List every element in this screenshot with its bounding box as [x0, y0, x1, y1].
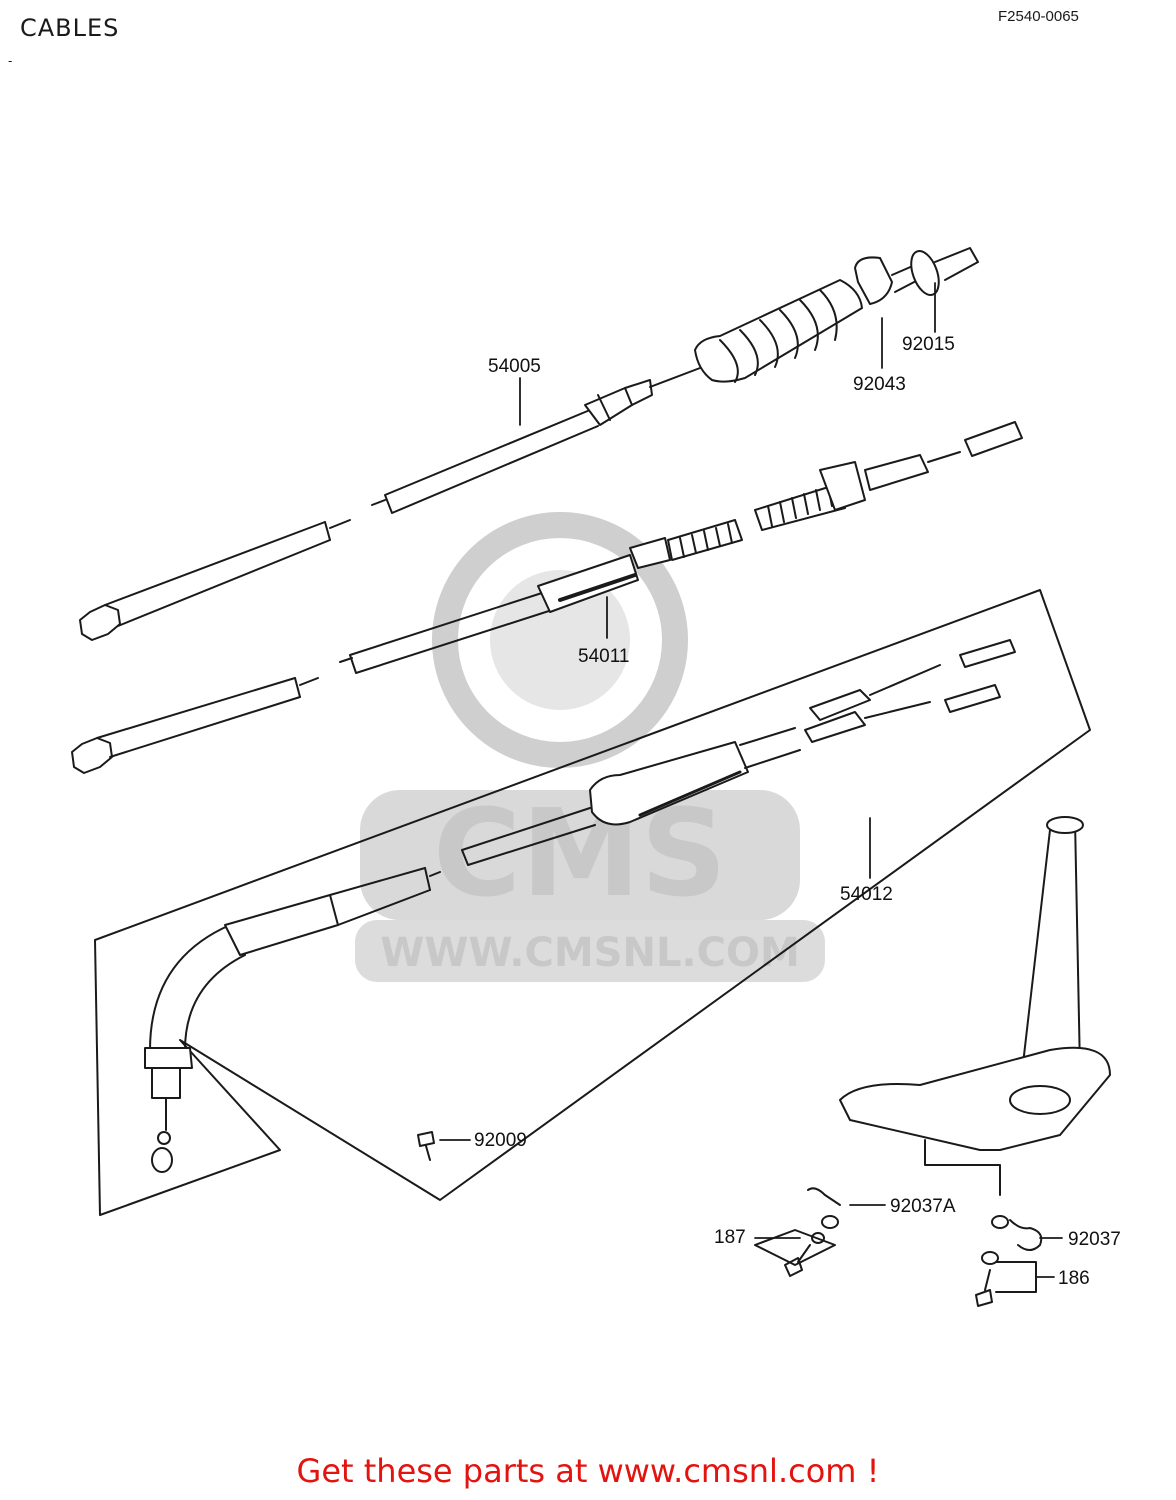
cable-nipple [964, 421, 1023, 457]
cable-lever-end [854, 256, 893, 305]
cable-elbow-end [151, 1067, 181, 1099]
watermark-mascot-face [490, 570, 630, 710]
cable-barrel [864, 454, 929, 491]
cable-end-fitting [71, 737, 113, 774]
spring-coils-2 [767, 485, 833, 527]
group-boundary-54012 [94, 589, 1091, 1216]
washer-92037 [991, 1215, 1009, 1229]
watermark-url: WWW.CMSNL.COM [380, 930, 800, 976]
cable-tip [294, 677, 319, 698]
cable-nipples [944, 639, 1016, 713]
cable-spring-2 [754, 484, 846, 531]
clamp-92037 [1009, 1219, 1043, 1251]
cable-sheath [96, 677, 301, 758]
page-title: CABLES [20, 14, 120, 42]
cable-junction [589, 741, 749, 826]
cable-sheath-mid [461, 807, 596, 866]
cable-sheath-mid [339, 591, 553, 674]
diagram-reference-code: F2540-0065 [998, 8, 1079, 25]
cable-grip-sleeve [224, 894, 339, 956]
cable-54005 [79, 247, 979, 641]
part-label-186[interactable]: 186 [1058, 1268, 1090, 1289]
part-label-54012[interactable]: 54012 [840, 884, 893, 905]
cable-locknut [629, 537, 671, 569]
cable-bracket [819, 461, 866, 511]
part-label-187[interactable]: 187 [714, 1227, 746, 1248]
cable-54011 [71, 421, 1023, 774]
group-bracket-186 [995, 1261, 1037, 1293]
cable-branch-ends [804, 689, 871, 743]
cable-inner-wires [864, 664, 941, 719]
bolt-186 [975, 1269, 993, 1307]
stem-collar [1009, 1085, 1071, 1115]
part-label-92037A[interactable]: 92037A [890, 1196, 956, 1217]
bracket-leader [924, 1139, 1001, 1196]
cable-sheath [104, 521, 331, 627]
cable-sheath [329, 867, 431, 926]
watermark-url-band [355, 920, 825, 982]
header-dash: - [8, 54, 13, 68]
steering-stem [839, 816, 1111, 1196]
cable-inner-wire [624, 367, 701, 406]
bolt-187 [784, 1244, 811, 1277]
stem-bracket [839, 1046, 1111, 1151]
part-label-92043[interactable]: 92043 [853, 374, 906, 395]
collar-92015 [910, 250, 940, 296]
cable-inner-wire [927, 451, 961, 463]
part-label-92009[interactable]: 92009 [474, 1130, 527, 1151]
cable-tip [424, 867, 441, 891]
cable-knurl [558, 573, 637, 602]
cable-end-cap [151, 1147, 173, 1173]
cms-watermark: CMS WWW.CMSNL.COM [355, 512, 825, 982]
cable-boot-ribs [719, 289, 838, 383]
part-label-54011[interactable]: 54011 [578, 646, 629, 667]
group-bracket-187 [754, 1229, 836, 1266]
cable-shaft-end [934, 247, 979, 281]
cable-end-fitting [79, 604, 121, 641]
spring-coils [679, 523, 733, 558]
cable-branch [739, 727, 801, 769]
cable-boot [694, 279, 863, 383]
part-label-92015[interactable]: 92015 [902, 334, 955, 355]
cable-adjuster [584, 387, 633, 426]
watermark-brand: CMS [433, 785, 727, 924]
cable-bend [149, 924, 246, 1051]
part-label-92037[interactable]: 92037 [1068, 1229, 1121, 1250]
cable-junction-knurl [638, 770, 742, 817]
cable-sheath-mid [371, 409, 599, 514]
part-label-54005[interactable]: 54005 [488, 356, 541, 377]
screw-92009 [417, 1131, 435, 1161]
watermark-mascot-ring [432, 512, 688, 768]
washer-187 [821, 1215, 839, 1229]
cable-end-ball [157, 1131, 171, 1145]
footer-parts-link[interactable]: Get these parts at www.cmsnl.com ! [296, 1452, 880, 1490]
watermark-badge [360, 790, 800, 920]
stem-top [1046, 816, 1084, 834]
leader-lines [439, 282, 1063, 1278]
cable-elbow-nut [144, 1047, 193, 1069]
hardware [417, 1131, 1043, 1307]
cable-tip [324, 519, 351, 541]
cable-54012 [144, 639, 1016, 1173]
clamp-92037A [807, 1187, 841, 1206]
washer-186 [981, 1251, 999, 1265]
